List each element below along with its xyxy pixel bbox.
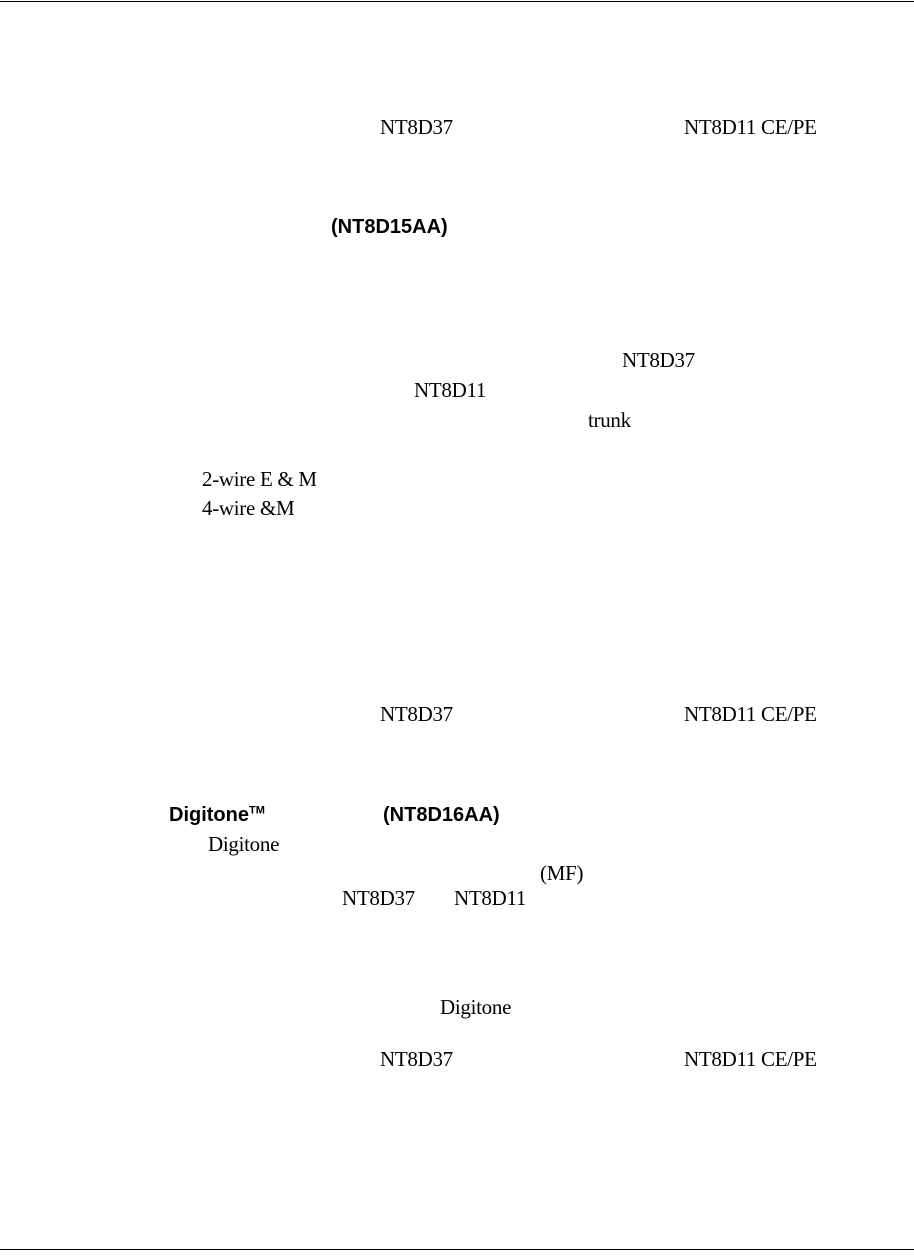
text-fragment: NT8D37 bbox=[380, 1047, 453, 1071]
list-item: 4-wire &M bbox=[202, 496, 295, 520]
text-fragment: Digitone bbox=[208, 832, 280, 856]
section-heading: DigitoneTM bbox=[169, 805, 265, 825]
list-item: 2-wire E & M bbox=[202, 467, 317, 491]
text-fragment: NT8D11 bbox=[414, 378, 487, 402]
section-heading: (NT8D16AA) bbox=[383, 804, 500, 826]
text-fragment: NT8D11 bbox=[454, 886, 527, 910]
top-rule bbox=[0, 1, 914, 2]
trademark-symbol: TM bbox=[249, 804, 265, 817]
bottom-rule bbox=[0, 1249, 914, 1250]
text-fragment: NT8D11 CE/PE bbox=[684, 702, 817, 726]
text-fragment: trunk bbox=[588, 408, 631, 432]
text-fragment: NT8D37 bbox=[342, 886, 415, 910]
text-fragment: (MF) bbox=[540, 861, 584, 885]
text-fragment: Digitone bbox=[440, 995, 512, 1019]
text-fragment: NT8D11 CE/PE bbox=[684, 115, 817, 139]
section-heading: (NT8D15AA) bbox=[331, 216, 448, 238]
text-fragment: NT8D37 bbox=[622, 348, 695, 372]
text-fragment: NT8D37 bbox=[380, 702, 453, 726]
heading-text: Digitone bbox=[169, 804, 249, 826]
text-fragment: NT8D37 bbox=[380, 115, 453, 139]
text-fragment: NT8D11 CE/PE bbox=[684, 1047, 817, 1071]
